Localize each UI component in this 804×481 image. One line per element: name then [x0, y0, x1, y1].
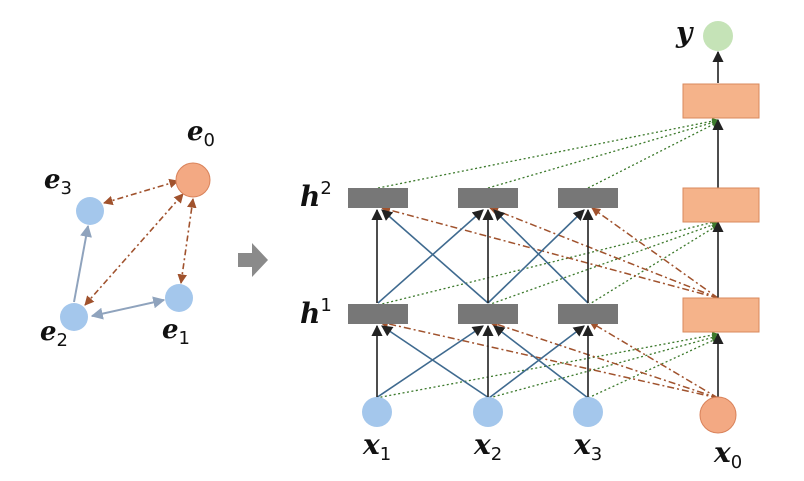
h1-box-2: [458, 304, 518, 324]
label-x1: x1: [362, 428, 391, 465]
entity-graph: e0 e3 e2 e1: [40, 117, 215, 351]
label-e2: e2: [40, 317, 68, 351]
edge-e2-e1: [90, 296, 166, 320]
node-e3: [76, 197, 104, 225]
label-h1: h1: [300, 295, 332, 330]
edge-e2-e0: [84, 193, 184, 306]
label-e0: e0: [187, 117, 215, 151]
orange-box-1: [682, 297, 760, 333]
h1-box-3: [558, 304, 618, 324]
node-x1: [362, 397, 392, 427]
label-x3: x3: [573, 428, 602, 465]
node-x3: [573, 397, 603, 427]
edge-e1-e0: [177, 198, 197, 284]
label-e1: e1: [162, 315, 190, 349]
h1-box-1: [348, 304, 408, 324]
orange-box-3: [682, 83, 760, 119]
label-x0: x0: [713, 436, 742, 473]
h2-box-1: [348, 188, 408, 208]
green-dotted-connections: [375, 117, 719, 399]
edge-e3-e0: [103, 178, 179, 206]
h2-box-3: [558, 188, 618, 208]
edge-e2-e3: [73, 224, 92, 303]
node-e0: [175, 162, 211, 198]
node-e1: [165, 284, 193, 312]
node-e2: [60, 303, 88, 331]
label-h2: h2: [300, 178, 332, 213]
node-x2: [473, 397, 503, 427]
h2-box-2: [458, 188, 518, 208]
orange-box-2: [682, 187, 760, 223]
label-e3: e3: [44, 165, 72, 199]
brown-dashdot-connections: [379, 205, 719, 399]
right-arrow-icon: [238, 243, 268, 277]
network: h2 h1 y x1 x2 x3 x0: [300, 16, 760, 473]
node-y: [703, 21, 733, 51]
vertical-connections: [371, 50, 724, 398]
label-x2: x2: [473, 428, 502, 465]
node-x0: [699, 396, 737, 434]
blue-cross-connections: [375, 209, 589, 399]
label-y: y: [675, 16, 694, 49]
